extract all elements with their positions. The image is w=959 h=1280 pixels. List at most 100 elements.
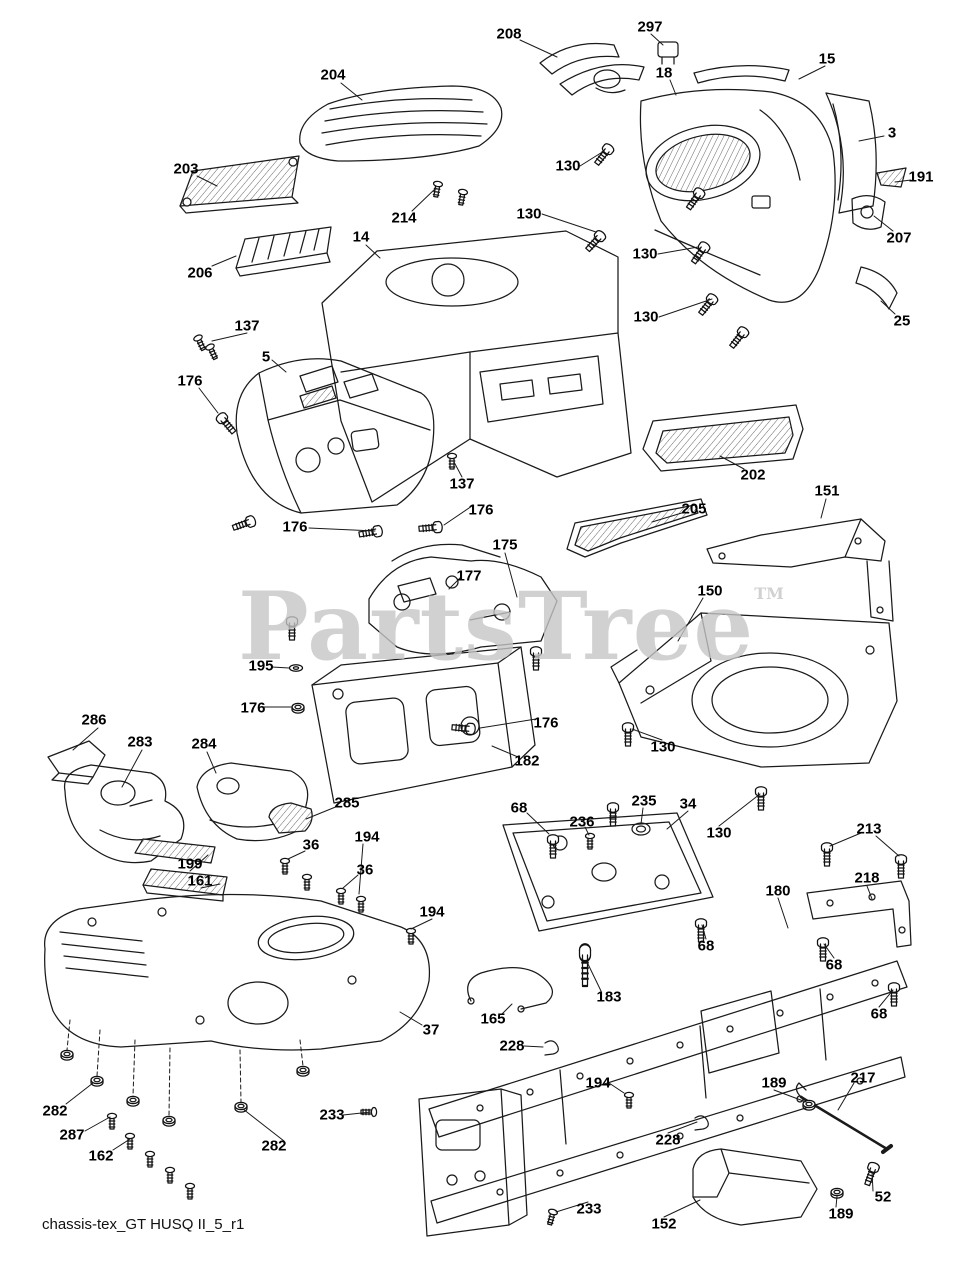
part-202-grille (642, 404, 804, 472)
part-175-bracket (368, 543, 558, 655)
callout-130-10: 130 (516, 205, 542, 223)
part-206-vent-trim (235, 226, 332, 277)
callout-204-2: 204 (320, 66, 346, 84)
part-161-vent (142, 868, 228, 902)
part-165-wire (467, 967, 553, 1013)
callout-14-11: 14 (352, 228, 370, 246)
callout-25-16: 25 (893, 312, 911, 330)
callout-68-38: 68 (510, 799, 528, 817)
callout-182-33: 182 (514, 752, 540, 770)
callout-235-39: 235 (631, 792, 657, 810)
callout-162-66: 162 (88, 1147, 114, 1165)
part-182-axle-support (311, 646, 536, 804)
callout-213-43: 213 (856, 820, 882, 838)
part-199-vent (134, 838, 216, 864)
part-152-bracket (692, 1148, 818, 1226)
callout-199-47: 199 (177, 855, 203, 873)
callout-286-34: 286 (81, 711, 107, 729)
callout-207-12: 207 (886, 229, 912, 247)
part-283-fender-piece (63, 764, 185, 864)
leader-lines (65, 33, 912, 1218)
part-15-trim (693, 65, 790, 84)
callout-176-31: 176 (533, 714, 559, 732)
callout-217-61: 217 (850, 1069, 876, 1087)
part-180-frame (418, 960, 908, 1237)
callout-176-30: 176 (240, 699, 266, 717)
callout-194-51: 194 (419, 903, 445, 921)
callout-191-8: 191 (908, 168, 934, 186)
part-37-fender-deck (44, 893, 431, 1051)
part-203-grille-insert (179, 155, 300, 214)
part-218-bracket (806, 880, 912, 948)
callout-287-64: 287 (59, 1126, 85, 1144)
part-191-bracket (876, 167, 907, 188)
callout-137-20: 137 (449, 475, 475, 493)
part-228-clips (544, 1040, 709, 1131)
callout-176-19: 176 (177, 372, 203, 390)
callout-203-6: 203 (173, 160, 199, 178)
callout-18-3: 18 (655, 64, 673, 82)
callout-233-69: 233 (576, 1200, 602, 1218)
callout-189-60: 189 (761, 1074, 787, 1092)
callout-3-5: 3 (887, 124, 897, 142)
callout-130-7: 130 (555, 157, 581, 175)
callout-284-36: 284 (191, 735, 217, 753)
callout-68-53: 68 (825, 956, 843, 974)
callout-236-40: 236 (569, 813, 595, 831)
callout-214-9: 214 (391, 209, 417, 227)
callout-161-48: 161 (187, 872, 213, 890)
callout-176-25: 176 (282, 518, 308, 536)
part-3-side-plate (825, 92, 877, 214)
callout-233-63: 233 (319, 1106, 345, 1124)
callout-130-15: 130 (633, 308, 659, 326)
part-34-suspension-plate (502, 812, 714, 932)
callout-297-1: 297 (637, 18, 663, 36)
part-205-trim (566, 498, 708, 558)
part-18-side-panel (639, 88, 836, 303)
callout-206-13: 206 (187, 264, 213, 282)
callout-130-42: 130 (706, 824, 732, 842)
part-208-bracket (539, 42, 645, 96)
assembly-dashed-lines (66, 1019, 304, 1117)
callout-195-29: 195 (248, 657, 274, 675)
callout-285-37: 285 (334, 794, 360, 812)
callout-189-70: 189 (828, 1205, 854, 1223)
callout-228-65: 228 (655, 1131, 681, 1149)
callout-68-52: 68 (697, 937, 715, 955)
part-150-floor-pan (610, 612, 898, 768)
callout-36-46: 36 (356, 861, 374, 879)
part-207-socket (851, 195, 886, 230)
callout-150-28: 150 (697, 582, 723, 600)
callout-283-35: 283 (127, 733, 153, 751)
callout-282-62: 282 (42, 1102, 68, 1120)
callout-137-17: 137 (234, 317, 260, 335)
footer-filename: chassis-tex_GT HUSQ II_5_r1 (42, 1216, 245, 1233)
callout-183-54: 183 (596, 988, 622, 1006)
part-14-hood (321, 230, 632, 503)
callout-205-23: 205 (681, 500, 707, 518)
part-151-bracket (706, 518, 894, 622)
callout-36-44: 36 (302, 836, 320, 854)
callout-175-26: 175 (492, 536, 518, 554)
callout-194-45: 194 (354, 828, 380, 846)
part-297-clip (657, 41, 679, 65)
callout-218-49: 218 (854, 869, 880, 887)
part-285-vent (268, 802, 313, 834)
callout-194-59: 194 (585, 1074, 611, 1092)
part-204-hood-vent (299, 85, 503, 162)
callout-180-50: 180 (765, 882, 791, 900)
callout-5-18: 5 (261, 348, 271, 366)
callout-151-24: 151 (814, 482, 840, 500)
callout-208-0: 208 (496, 25, 522, 43)
callout-68-55: 68 (870, 1005, 888, 1023)
callout-202-21: 202 (740, 466, 766, 484)
callout-228-58: 228 (499, 1037, 525, 1055)
callout-52-68: 52 (874, 1188, 892, 1206)
callout-176-22: 176 (468, 501, 494, 519)
callout-130-32: 130 (650, 738, 676, 756)
callout-130-14: 130 (632, 245, 658, 263)
callout-165-56: 165 (480, 1010, 506, 1028)
